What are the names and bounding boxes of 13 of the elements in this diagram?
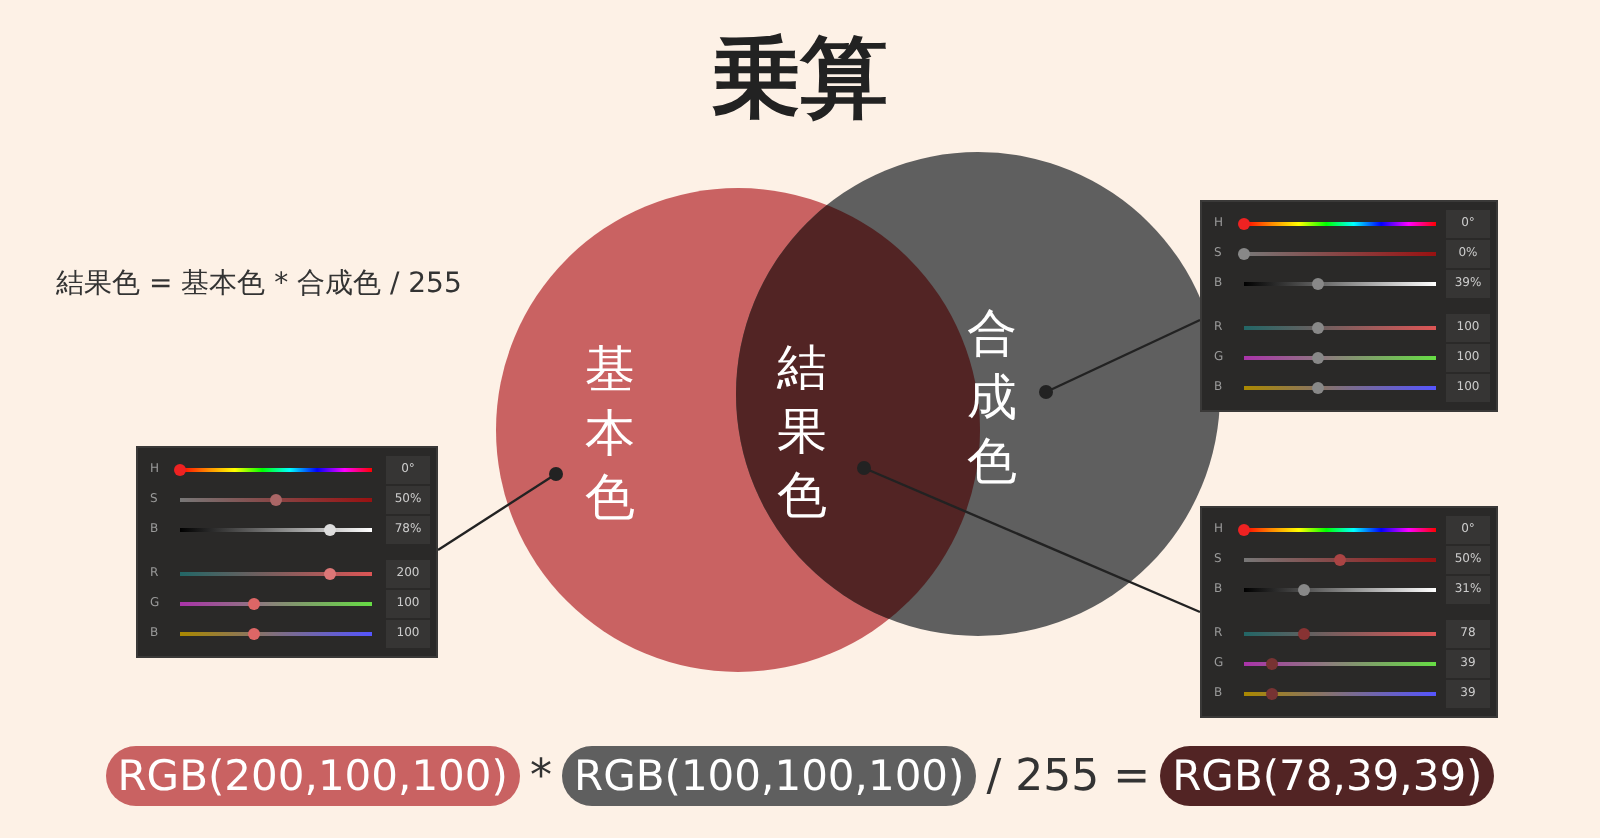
color-picker-panel: [1200, 200, 1498, 412]
formula-text: 結果色 = 基本色 * 合成色 / 255: [56, 266, 462, 302]
color-pill: RGB(78,39,39): [1160, 746, 1495, 806]
circle-label: 合成色: [966, 302, 1018, 494]
operator-text: *: [527, 751, 554, 801]
operator-text: / 255 =: [984, 751, 1153, 801]
circle-label: 基本色: [584, 338, 636, 530]
color-picker-panel: [136, 446, 438, 658]
title: 乗算: [710, 26, 890, 134]
color-picker-panel: [1200, 506, 1498, 718]
color-pill: RGB(200,100,100): [105, 746, 520, 806]
circle-label: 結果色: [776, 336, 828, 528]
color-pill: RGB(100,100,100): [561, 746, 977, 806]
